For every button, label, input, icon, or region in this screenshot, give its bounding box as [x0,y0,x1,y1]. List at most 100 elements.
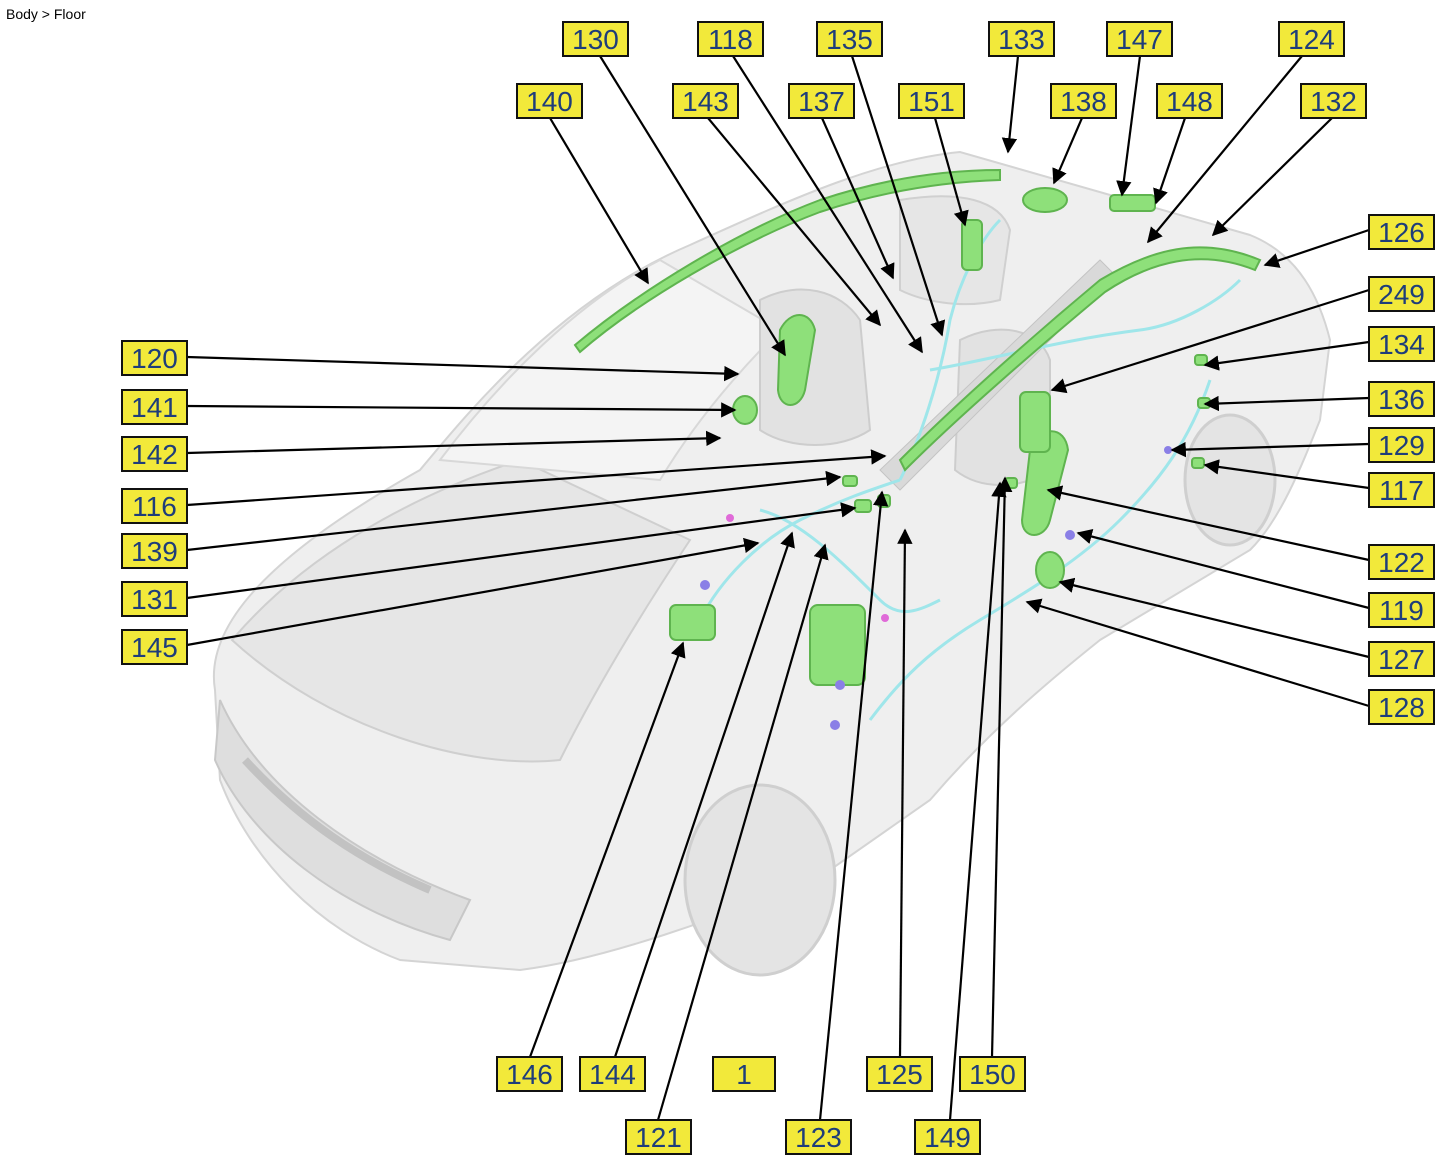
leader-line-131 [186,502,857,600]
leader-line-142 [186,430,722,455]
leader-line-122 [1046,485,1370,562]
callout-box [785,1119,852,1155]
callout-box [1368,326,1435,362]
callout-box [1368,381,1435,417]
rear-parcel-shelf-unit [1022,187,1068,213]
callout-label: 120 [131,343,178,374]
callout-box [988,21,1055,57]
callout-label: 151 [908,86,955,117]
callout-label: 126 [1378,217,1425,248]
callout-box [959,1056,1026,1092]
callout-box [121,581,188,617]
leader-line-141 [186,402,737,418]
callout-label: 144 [589,1059,636,1090]
leader-line-130 [599,55,786,357]
callout-150: 150 [959,1056,1026,1092]
rear-door-connector [1191,457,1205,469]
callout-label: 132 [1310,86,1357,117]
callout-label: 125 [876,1059,923,1090]
callout-126: 126 [1368,214,1435,250]
leader-line-134 [1203,340,1370,371]
rear-seatbelt-retractor [961,219,983,271]
callout-box [712,1056,776,1092]
callout-box [898,83,965,119]
leader-line-121 [656,543,829,1121]
callout-label: 129 [1378,430,1425,461]
callout-137: 137 [788,83,855,119]
callout-label: 121 [635,1122,682,1153]
callout-box [1368,427,1435,463]
callout-label: 145 [131,632,178,663]
callout-124: 124 [1278,21,1345,57]
rear-shelf-module [1109,194,1156,212]
vehicle-hood [230,458,692,763]
front-wheel [683,783,837,977]
leader-line-133 [1001,55,1020,154]
callout-label: 136 [1378,384,1425,415]
callout-box [1368,592,1435,628]
callout-box [672,83,739,119]
leader-lines [186,55,1370,1121]
leader-line-119 [1076,529,1370,610]
callout-box [914,1119,981,1155]
callout-label: 117 [1379,475,1424,506]
callout-box [866,1056,933,1092]
leader-line-125 [897,528,913,1058]
callout-label: 118 [708,24,753,55]
callout-145: 145 [121,629,188,665]
callout-146: 146 [496,1056,563,1092]
callout-117: 117 [1368,472,1435,508]
leader-line-136 [1203,395,1370,412]
leader-line-144 [613,531,795,1058]
callout-134: 134 [1368,326,1435,362]
left-curtain-airbag [573,168,1001,354]
floor-connector-a [854,499,872,513]
callout-128: 128 [1368,689,1435,725]
leader-line-149 [948,481,1007,1121]
callout-box [1368,641,1435,677]
front-left-seat-airbag [776,314,817,406]
callout-118: 118 [697,21,764,57]
callout-129: 129 [1368,427,1435,463]
callout-label: 139 [131,536,178,567]
callout-141: 141 [121,389,188,425]
callout-label: 249 [1378,279,1425,310]
callout-140: 140 [516,83,583,119]
leader-line-126 [1263,228,1370,268]
callout-box [1106,21,1173,57]
callout-box [121,436,188,472]
callout-249: 249 [1368,276,1435,312]
callout-box [496,1056,563,1092]
rear-seat [899,195,1012,306]
leader-line-249 [1050,288,1370,394]
callout-box [562,21,629,57]
leader-line-132 [1211,117,1333,237]
callout-116: 116 [121,488,188,524]
callout-label: 135 [826,24,873,55]
front-left-seat [759,288,872,446]
callout-label: 148 [1166,86,1213,117]
right-curtain-airbag [898,246,1262,472]
callout-box [1156,83,1223,119]
callout-label: 150 [969,1059,1016,1090]
callout-label: 146 [506,1059,553,1090]
front-left-seatbelt-pretensioner [732,395,758,425]
callout-136: 136 [1368,381,1435,417]
callout-box [1368,472,1435,508]
leader-line-145 [186,537,760,647]
callout-143: 143 [672,83,739,119]
callout-label: 130 [572,24,619,55]
leader-line-146 [528,641,686,1058]
callout-133: 133 [988,21,1055,57]
callout-148: 148 [1156,83,1223,119]
callout-127: 127 [1368,641,1435,677]
callout-box [579,1056,646,1092]
leader-line-147 [1116,55,1142,197]
leader-line-140 [549,117,649,285]
callout-label: 124 [1288,24,1335,55]
callout-box [121,488,188,524]
vehicle-shell [212,150,1332,972]
callout-149: 149 [914,1119,981,1155]
callout-label: 143 [682,86,729,117]
callout-box [1050,83,1117,119]
